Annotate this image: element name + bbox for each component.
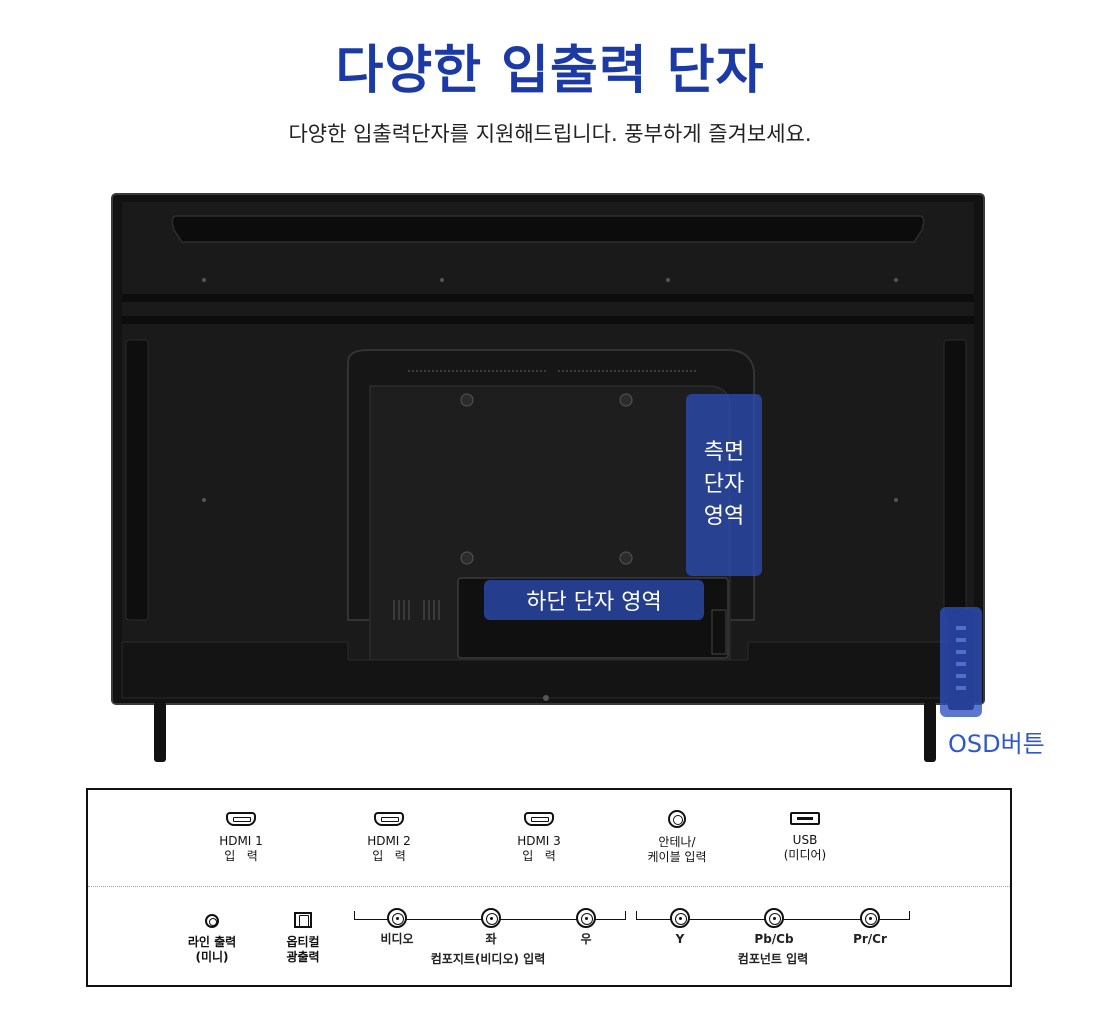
- side-area-line-1: 측면: [703, 440, 745, 466]
- port-hdmi-3: HDMI 3 입 력: [494, 812, 584, 864]
- optical-icon: [294, 912, 312, 928]
- osd-button-highlight: [940, 607, 982, 717]
- hdmi-icon: [524, 812, 554, 826]
- jack-label: 좌: [485, 932, 497, 947]
- port-label: 라인 출력 (미니): [187, 935, 237, 964]
- jack-label: Pb/Cb: [754, 932, 794, 947]
- side-area-line-2: 단자: [703, 472, 745, 498]
- page-title: 다양한 입출력 단자: [335, 41, 765, 101]
- jack-composite-left: 좌: [466, 908, 516, 947]
- port-optical: 옵티컬 광출력: [268, 912, 338, 965]
- usb-icon: [790, 812, 820, 825]
- jack-component-y: Y: [655, 908, 705, 947]
- rca-jack-icon: [387, 908, 407, 928]
- jack-component-pb: Pb/Cb: [744, 908, 804, 947]
- antenna-icon: [668, 810, 686, 828]
- rca-jack-icon: [576, 908, 596, 928]
- port-hdmi-1: HDMI 1 입 력: [196, 812, 286, 864]
- port-hdmi-2: HDMI 2 입 력: [344, 812, 434, 864]
- port-label: HDMI 3 입 력: [517, 834, 561, 863]
- rca-jack-icon: [764, 908, 784, 928]
- osd-button-label: OSD버튼: [948, 730, 1045, 758]
- bottom-terminal-highlight: 하단 단자 영역: [484, 580, 704, 620]
- hdmi-icon: [374, 812, 404, 826]
- tv-back-illustration: 측면 단자 영역 하단 단자 영역: [108, 190, 988, 770]
- port-line-out: 라인 출력 (미니): [172, 914, 252, 965]
- panel-divider: [88, 886, 1010, 887]
- page-subtitle: 다양한 입출력단자를 지원해드립니다. 풍부하게 즐겨보세요.: [288, 122, 812, 146]
- side-terminal-highlight: 측면 단자 영역: [686, 394, 762, 576]
- rca-jack-icon: [670, 908, 690, 928]
- tv-back-image: [111, 193, 985, 762]
- jack-label: Pr/Cr: [853, 932, 887, 947]
- jack-composite-right: 우: [561, 908, 611, 947]
- port-label: HDMI 1 입 력: [219, 834, 263, 863]
- jack-composite-video: 비디오: [372, 908, 422, 947]
- side-area-line-3: 영역: [703, 503, 745, 529]
- bottom-area-label: 하단 단자 영역: [526, 590, 662, 615]
- jack-label: 비디오: [380, 932, 414, 947]
- port-usb: USB (미디어): [760, 812, 850, 863]
- rca-jack-icon: [860, 908, 880, 928]
- hdmi-icon: [226, 812, 256, 826]
- port-antenna: 안테나/ 케이블 입력: [628, 810, 726, 865]
- composite-group-label: 컴포지트(비디오) 입력: [430, 952, 546, 966]
- jack-label: Y: [675, 932, 685, 947]
- port-label: HDMI 2 입 력: [367, 834, 411, 863]
- port-label: USB (미디어): [783, 833, 827, 862]
- jack-component-pr: Pr/Cr: [840, 908, 900, 947]
- rca-jack-icon: [481, 908, 501, 928]
- port-label: 옵티컬 광출력: [286, 935, 320, 964]
- port-label: 안테나/ 케이블 입력: [647, 835, 707, 864]
- jack-label: 우: [580, 932, 592, 947]
- port-legend-panel: HDMI 1 입 력 HDMI 2 입 력 HDMI 3 입 력 안테나/ 케이…: [86, 788, 1012, 987]
- component-group-label: 컴포넌트 입력: [737, 952, 809, 966]
- mini-jack-icon: [205, 914, 219, 928]
